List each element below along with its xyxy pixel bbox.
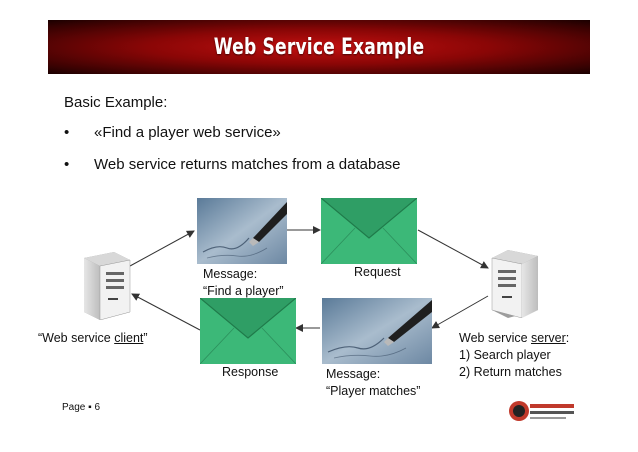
arrow-client-to-message xyxy=(129,230,195,267)
server-step: 1) Search player xyxy=(459,348,551,362)
web-server-icon xyxy=(491,250,538,318)
arrow-server-to-matches xyxy=(431,295,489,329)
intro-text: Basic Example: xyxy=(64,94,168,111)
server-label: Web service server: 1) Search player 2) … xyxy=(459,331,570,379)
page-number: Page ▪ 6 xyxy=(62,402,101,413)
company-logo xyxy=(509,401,574,421)
envelope-icon xyxy=(321,198,417,264)
response-label: Response xyxy=(222,365,279,379)
title-banner: Web Service Example xyxy=(48,20,590,74)
pen-writing-image xyxy=(197,198,287,264)
request-label: Request xyxy=(354,265,401,279)
arrow-request-to-server xyxy=(417,229,489,269)
pen-writing-image xyxy=(322,298,432,364)
message-find-label: Message: “Find a player” xyxy=(203,267,284,298)
bullet-item: • «Find a player web service» xyxy=(64,124,281,141)
message-matches-label: Message: “Player matches” xyxy=(326,367,421,398)
bullet-item: • Web service returns matches from a dat… xyxy=(64,156,401,173)
bullet-text: «Find a player web service» xyxy=(94,124,281,141)
client-server-icon xyxy=(84,252,131,320)
bullet-text: Web service returns matches from a datab… xyxy=(94,156,401,173)
server-step: 2) Return matches xyxy=(459,365,562,379)
envelope-icon xyxy=(200,298,296,364)
arrow-response-to-client xyxy=(131,293,201,331)
slide-title: Web Service Example xyxy=(213,34,425,60)
client-label: “Web service client” xyxy=(38,331,148,345)
